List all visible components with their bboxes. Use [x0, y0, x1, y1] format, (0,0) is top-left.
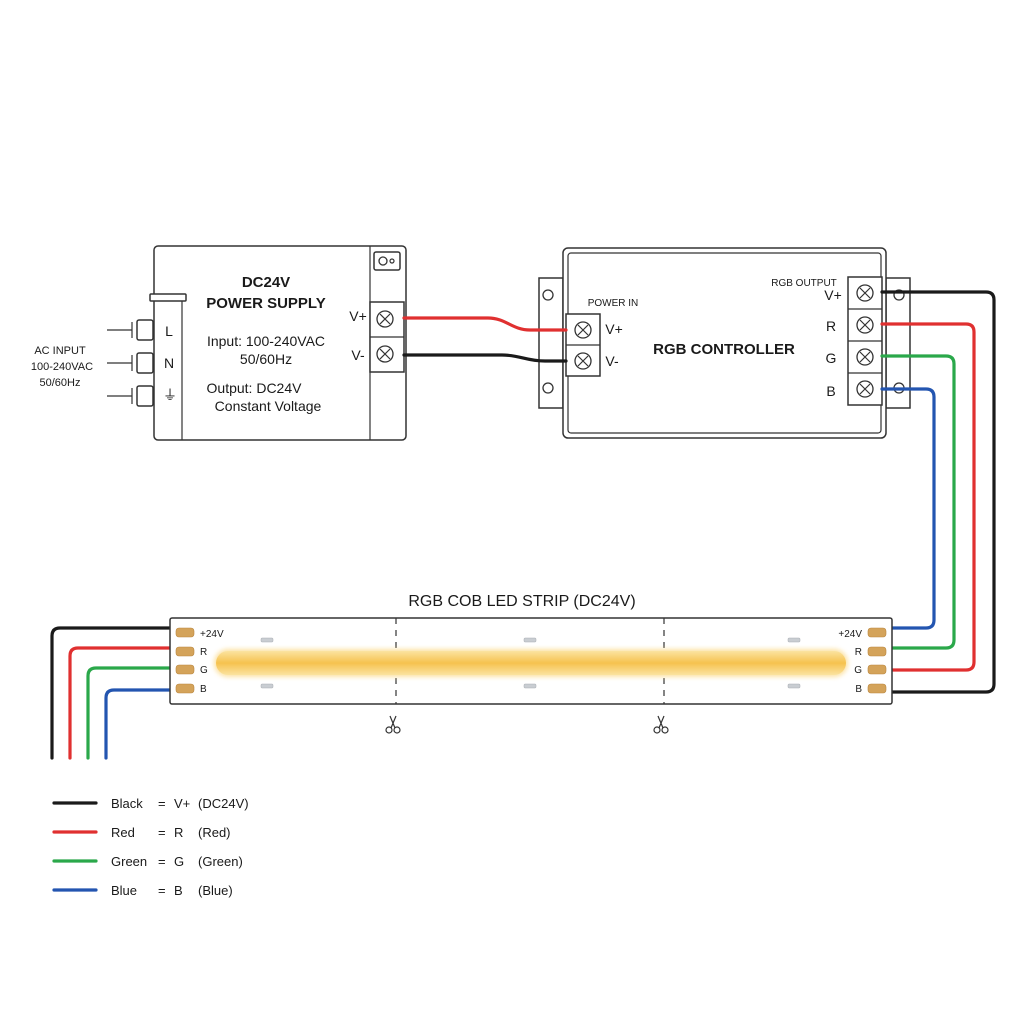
legend-desc: (Blue): [198, 883, 233, 898]
ps-terminal-n-label: N: [164, 355, 174, 371]
strip-right-24v-label: +24V: [838, 629, 862, 640]
ps-output-line2: Constant Voltage: [215, 398, 322, 414]
legend-color-name: Blue: [111, 883, 137, 898]
ps-title-line2: POWER SUPPLY: [206, 295, 325, 312]
legend-color-name: Green: [111, 854, 147, 869]
controller-vminus-label: V-: [605, 353, 619, 369]
legend-color-name: Red: [111, 825, 135, 840]
legend-equals: =: [158, 825, 166, 840]
legend-equals: =: [158, 883, 166, 898]
legend: Black = V+ (DC24V) Red = R (Red) Green =…: [52, 796, 249, 898]
ps-title-line1: DC24V: [242, 274, 290, 291]
legend-code: G: [174, 854, 184, 869]
wire-ps-to-controller-negative: [402, 353, 568, 363]
controller-out-b-label: B: [826, 383, 835, 399]
legend-desc: (Green): [198, 854, 243, 869]
power-supply-body: [153, 245, 407, 441]
wire-controller-to-strip-red: [880, 322, 976, 672]
legend-item-red: Red = R (Red): [52, 825, 231, 840]
wire-strip-left-green: [86, 666, 172, 760]
strip-left-g-label: G: [200, 665, 208, 676]
ps-output-line1: Output: DC24V: [207, 380, 303, 396]
legend-equals: =: [158, 796, 166, 811]
strip-left-b-label: B: [200, 684, 207, 695]
legend-desc: (Red): [198, 825, 231, 840]
ps-input-line1: Input: 100-240VAC: [207, 333, 325, 349]
controller-out-g-label: G: [826, 350, 837, 366]
ac-input-line2: 100-240VAC: [31, 361, 93, 373]
controller-vplus-label: V+: [605, 321, 623, 337]
wire-strip-left-red: [68, 646, 172, 760]
wires: [50, 290, 996, 760]
scissors-icon: [385, 715, 401, 734]
cob-light-band: [216, 651, 846, 675]
strip-left-pads: [175, 627, 195, 694]
controller-title: RGB CONTROLLER: [653, 341, 795, 358]
legend-equals: =: [158, 854, 166, 869]
ac-input-wires: [107, 319, 154, 407]
ps-terminal-l-label: L: [165, 323, 173, 339]
scissors-icon: [653, 715, 669, 734]
ground-icon: ⏚: [163, 387, 177, 403]
controller-output-screws-icon: [856, 284, 874, 398]
strip-title: RGB COB LED STRIP (DC24V): [408, 593, 635, 610]
rgb-controller: RGB CONTROLLER POWER IN RGB OUTPUT V+ V-…: [538, 247, 911, 439]
strip-left-r-label: R: [200, 647, 207, 658]
legend-code: V+: [174, 796, 190, 811]
controller-screw-vplus-icon: [574, 321, 592, 339]
controller-rgb-output-label: RGB OUTPUT: [771, 278, 837, 289]
legend-item-blue: Blue = B (Blue): [52, 883, 233, 898]
ps-input-line2: 50/60Hz: [240, 351, 292, 367]
ac-input-label: AC INPUT 100-240VAC 50/60Hz: [31, 345, 93, 389]
strip-right-b-label: B: [855, 684, 862, 695]
strip-right-g-label: G: [854, 665, 862, 676]
power-supply: DC24V POWER SUPPLY Input: 100-240VAC 50/…: [149, 245, 407, 441]
legend-code: R: [174, 825, 183, 840]
ps-vminus-label: V-: [351, 347, 365, 363]
ac-input-line3: 50/60Hz: [40, 377, 81, 389]
ps-vplus-label: V+: [349, 308, 367, 324]
strip-right-pads: [867, 627, 887, 694]
ps-screw-vminus-icon: [376, 345, 394, 363]
strip-right-r-label: R: [855, 647, 862, 658]
legend-item-green: Green = G (Green): [52, 854, 243, 869]
wire-controller-to-strip-blue: [880, 387, 936, 630]
strip-chips: [260, 637, 801, 689]
ac-input-line1: AC INPUT: [34, 345, 86, 357]
controller-power-in-label: POWER IN: [588, 298, 639, 309]
wire-strip-left-blue: [104, 688, 172, 760]
legend-color-name: Black: [111, 796, 143, 811]
wire-controller-to-strip-vplus: [880, 290, 996, 694]
controller-screw-vminus-icon: [574, 352, 592, 370]
ps-screw-vplus-icon: [376, 310, 394, 328]
controller-out-vplus-label: V+: [824, 287, 842, 303]
legend-code: B: [174, 883, 183, 898]
wire-strip-left-vplus: [50, 626, 172, 760]
legend-desc: (DC24V): [198, 796, 249, 811]
strip-left-24v-label: +24V: [200, 629, 224, 640]
controller-body: [562, 247, 887, 439]
wire-controller-to-strip-green: [880, 354, 956, 650]
legend-item-black: Black = V+ (DC24V): [52, 796, 249, 811]
wire-ps-to-controller-positive: [402, 316, 568, 332]
led-strip: RGB COB LED STRIP (DC24V) +24V R G B: [169, 593, 893, 734]
controller-out-r-label: R: [826, 318, 836, 334]
